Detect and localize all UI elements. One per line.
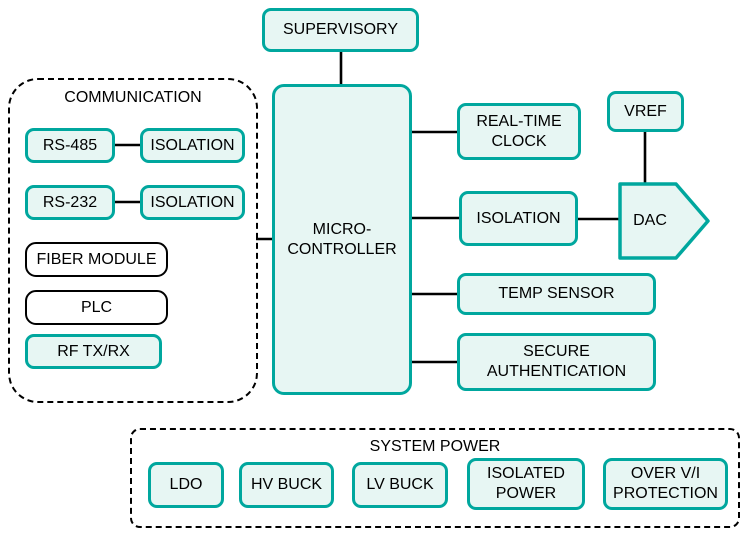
supervisory-block: SUPERVISORY (262, 8, 419, 52)
rs232-block: RS-232 (25, 185, 115, 220)
lv-buck-block: LV BUCK (352, 462, 448, 508)
system-power-group: SYSTEM POWER (130, 428, 740, 528)
temp-sensor-block: TEMP SENSOR (457, 273, 656, 315)
dac-label: DAC (633, 212, 667, 229)
dac-pentagon-shape (618, 182, 710, 260)
real-time-clock-block: REAL-TIME CLOCK (457, 103, 581, 160)
dac-block: DAC (618, 182, 710, 260)
plc-block: PLC (25, 290, 168, 325)
rf-txrx-block: RF TX/RX (25, 334, 162, 369)
isolation-right-block: ISOLATION (459, 191, 578, 246)
ldo-block: LDO (148, 462, 224, 508)
isolation-block-2: ISOLATION (140, 185, 245, 220)
hv-buck-block: HV BUCK (239, 462, 334, 508)
isolated-power-block: ISOLATED POWER (467, 458, 585, 510)
microcontroller-block: MICRO-CONTROLLER (272, 84, 412, 395)
communication-group-title: COMMUNICATION (64, 89, 202, 106)
rs485-block: RS-485 (25, 128, 115, 163)
system-power-group-title: SYSTEM POWER (369, 438, 501, 455)
over-vi-protection-block: OVER V/I PROTECTION (603, 458, 728, 510)
communication-group: COMMUNICATION (8, 78, 258, 403)
secure-authentication-block: SECURE AUTHENTICATION (457, 333, 656, 391)
fiber-module-block: FIBER MODULE (25, 242, 168, 277)
isolation-block-1: ISOLATION (140, 128, 245, 163)
vref-block: VREF (607, 91, 684, 132)
